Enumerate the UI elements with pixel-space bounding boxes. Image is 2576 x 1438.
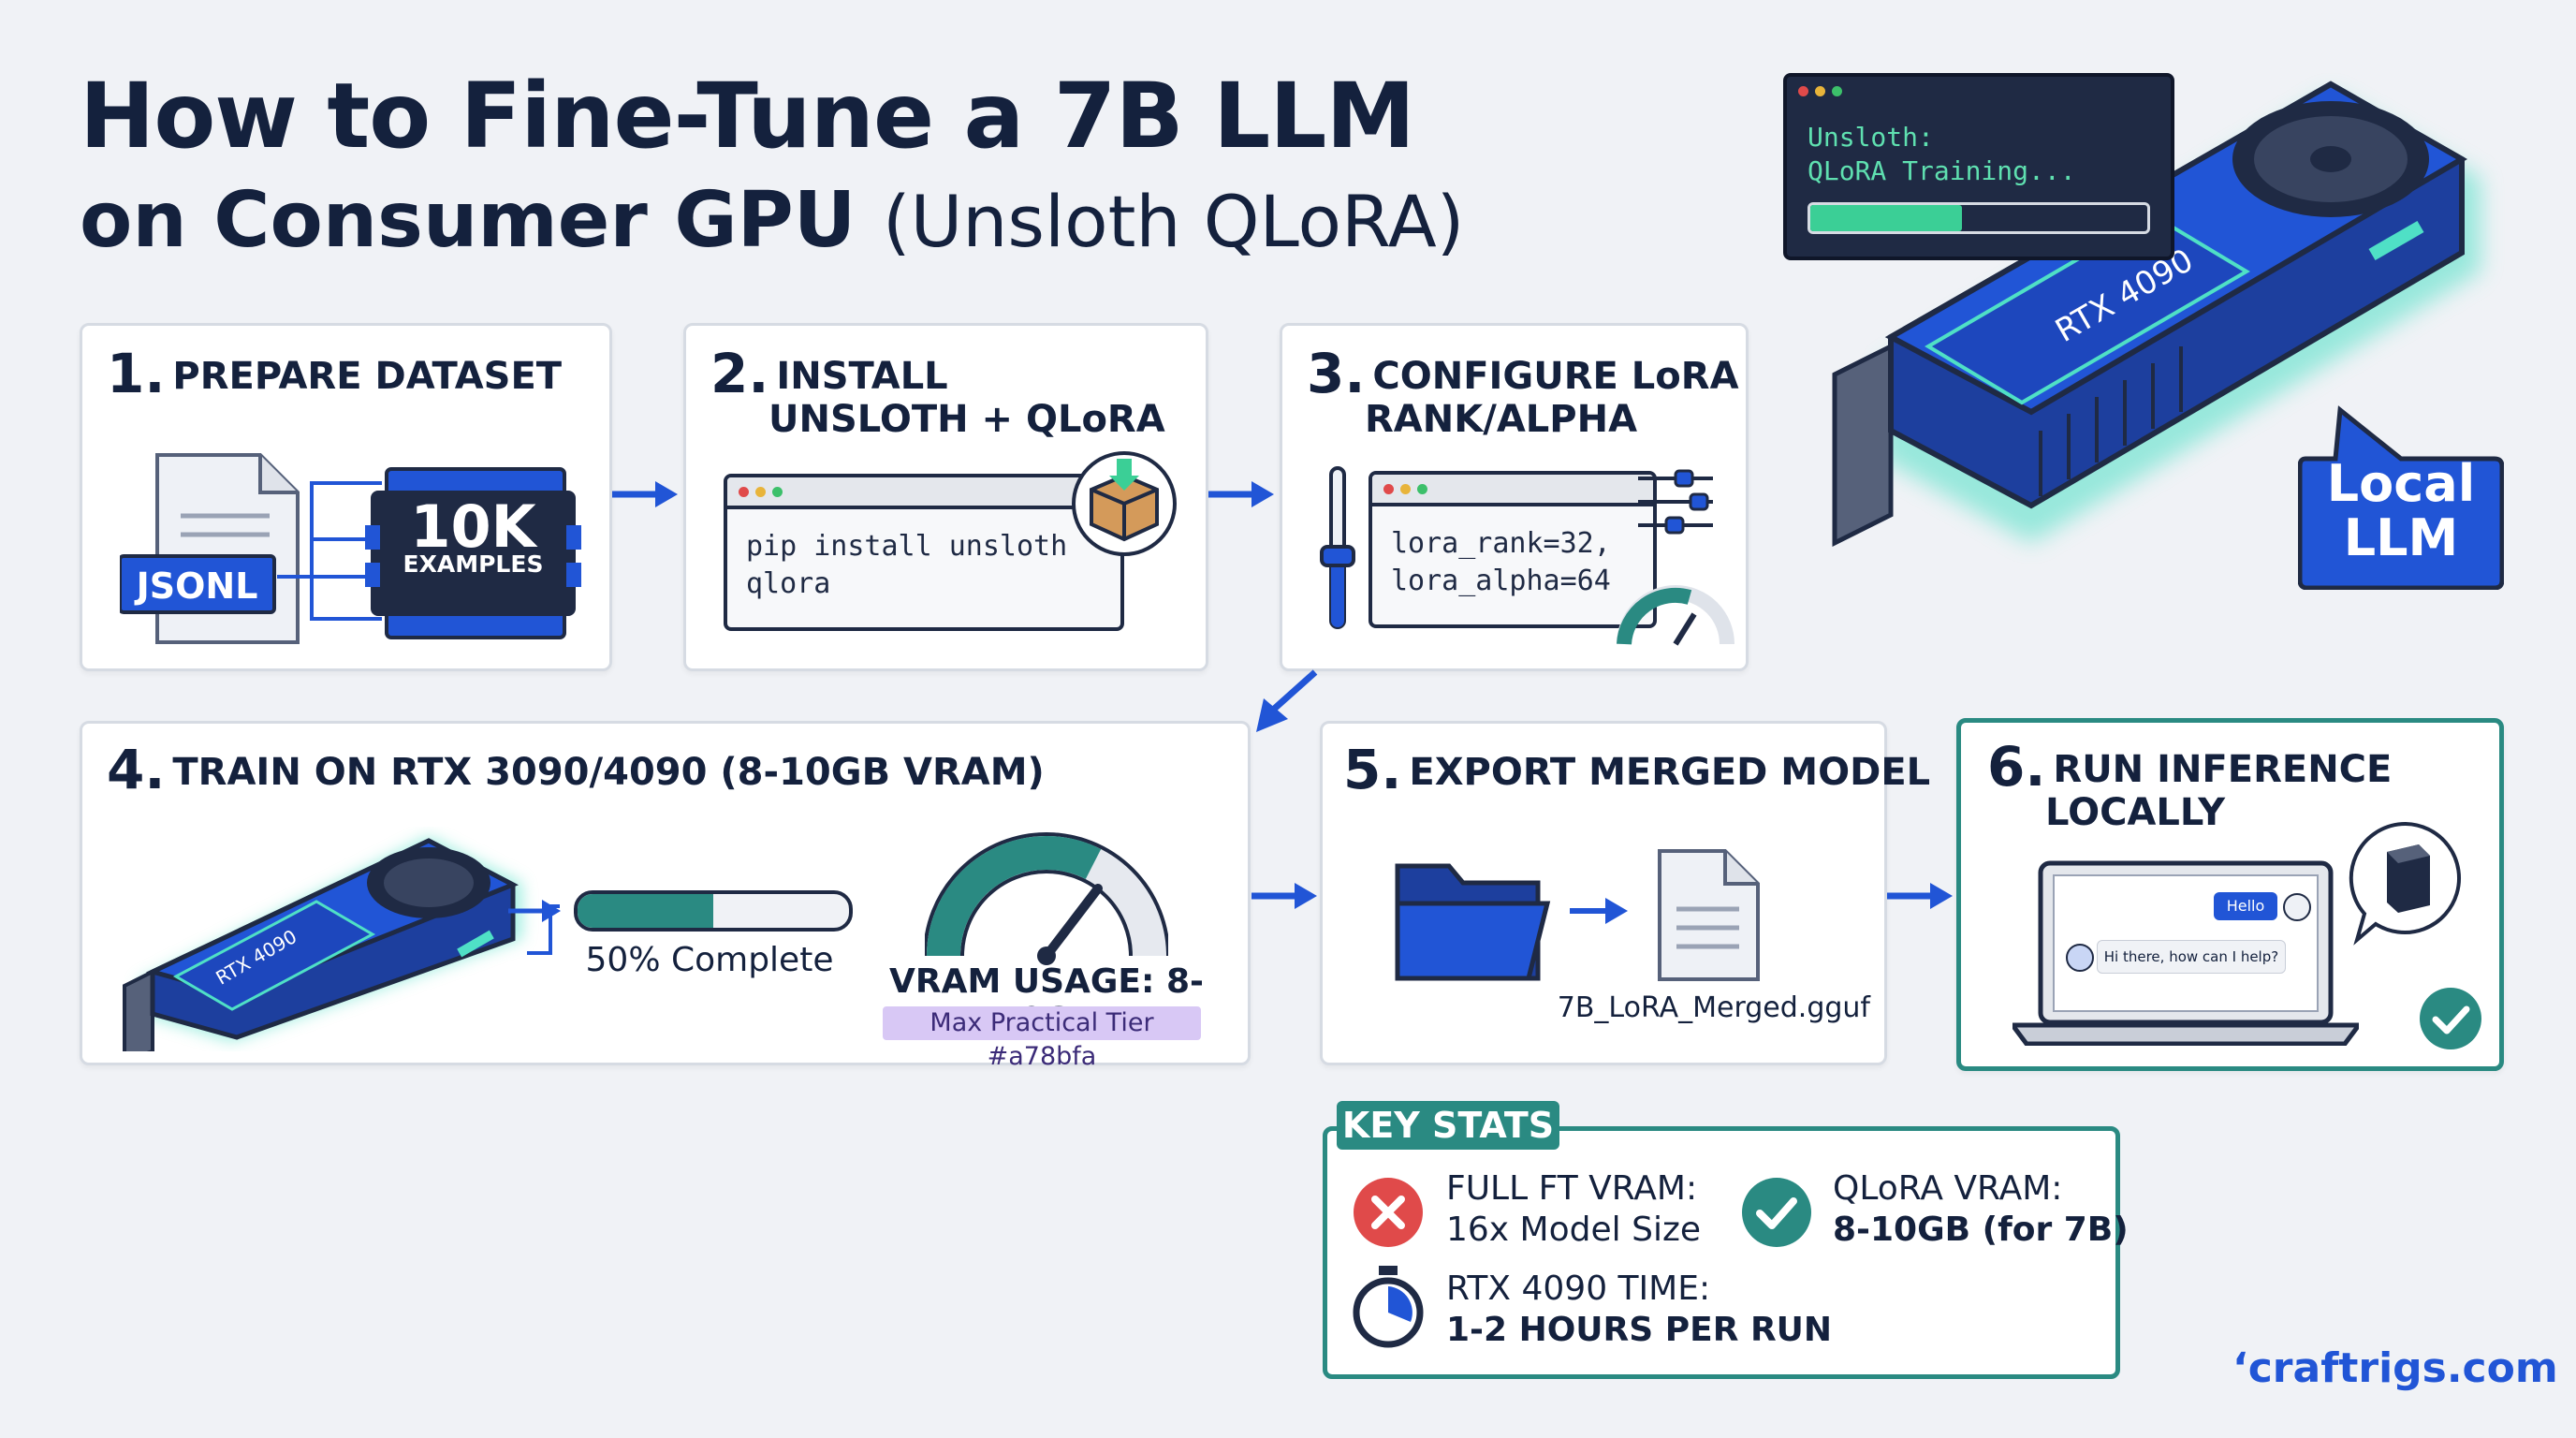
window-dot-yellow	[1400, 484, 1411, 494]
package-box-icon	[1072, 451, 1177, 556]
tuning-sliders-icon	[1638, 469, 1713, 535]
install-terminal: pip install unsloth qlora	[724, 474, 1124, 631]
step-2-card: 2.INSTALL UNSLOTH + QLoRA pip install un…	[683, 323, 1208, 671]
step-1-card: 1.PREPARE DATASET JSONL 10K EXAMPLES	[80, 323, 612, 671]
terminal-progress-bar	[1808, 202, 2150, 234]
full-ft-value: 16x Model Size	[1446, 1211, 1701, 1249]
rank-slider[interactable]	[1320, 464, 1357, 633]
arrow-right-icon	[1887, 883, 1953, 909]
training-progress-fill	[578, 894, 713, 928]
merged-filename: 7B_LoRA_Merged.gguf	[1557, 991, 1870, 1024]
step-2-title: 2.INSTALL UNSLOTH + QLoRA	[710, 342, 1165, 441]
terminal-line-1: Unsloth:	[1808, 122, 1934, 153]
training-progress-text: 50% Complete	[585, 941, 834, 979]
checkmark-icon	[2420, 988, 2481, 1049]
arrow-right-icon	[1570, 898, 1628, 924]
key-stats-label: KEY STATS	[1337, 1101, 1559, 1150]
window-dot-red	[1383, 484, 1394, 494]
terminal-progress-fill	[1810, 205, 1962, 231]
dataset-icon	[120, 453, 581, 644]
bot-avatar	[2066, 944, 2094, 972]
full-ft-label: FULL FT VRAM:	[1446, 1169, 1698, 1208]
arrow-right-icon	[612, 481, 678, 507]
chat-user-bubble: Hello	[2214, 892, 2277, 920]
window-dot-green	[1832, 86, 1842, 96]
step-4-title: 4.TRAIN ON RTX 3090/4090 (8-10GB VRAM)	[107, 738, 1045, 801]
gauge-icon	[1617, 585, 1734, 646]
step-5-card: 5.EXPORT MERGED MODEL 7B_LoRA_Merged.ggu…	[1320, 721, 1930, 1065]
server-bubble-icon	[2349, 821, 2461, 946]
local-llm-label: Local LLM	[2326, 454, 2476, 567]
arrow-right-icon	[1208, 481, 1274, 507]
title-main: on Consumer GPU	[80, 176, 856, 265]
window-dot-yellow	[1815, 86, 1825, 96]
arrow-right-icon	[508, 900, 561, 922]
step-6-title: 6.RUN INFERENCE LOCALLY	[1987, 735, 2393, 834]
page-title: How to Fine-Tune a 7B LLM	[80, 64, 1415, 169]
brand-link[interactable]: ‘craftrigs.com	[2232, 1344, 2558, 1392]
window-dot-red	[739, 487, 749, 497]
arrow-right-icon	[1251, 883, 1317, 909]
tier-tag: Max Practical Tier #a78bfa	[883, 1006, 1201, 1071]
window-dot-red	[1798, 86, 1808, 96]
training-terminal: Unsloth: QLoRA Training...	[1783, 73, 2174, 260]
folder-icon	[1395, 863, 1551, 981]
page-title-line2: on Consumer GPU (Unsloth QLoRA)	[80, 176, 1464, 265]
key-stats-panel	[1323, 1126, 2120, 1379]
qlora-vram-value: 8-10GB (for 7B)	[1833, 1211, 2129, 1249]
rtx-time-label: RTX 4090 TIME:	[1446, 1269, 1711, 1308]
dataset-count: 10K	[410, 492, 536, 561]
dataset-count-label: EXAMPLES	[402, 550, 544, 578]
step-3-card: 3.CONFIGURE LoRA RANK/ALPHA lora_rank=32…	[1280, 323, 1749, 671]
gguf-file-icon	[1658, 849, 1760, 981]
install-command-1: pip install unsloth	[746, 530, 1068, 563]
step-3-title: 3.CONFIGURE LoRA RANK/ALPHA	[1307, 342, 1739, 441]
qlora-vram-label: QLoRA VRAM:	[1833, 1169, 2063, 1208]
window-dot-green	[1417, 484, 1427, 494]
training-progress-bar	[574, 890, 853, 932]
lora-config-terminal: lora_rank=32, lora_alpha=64	[1368, 471, 1657, 628]
vram-gauge-icon	[925, 832, 1168, 965]
jsonl-label: JSONL	[136, 565, 258, 607]
step-5-title: 5.EXPORT MERGED MODEL	[1343, 738, 1931, 801]
step-4-card: 4.TRAIN ON RTX 3090/4090 (8-10GB VRAM) R…	[80, 721, 1251, 1071]
gpu-card-icon: RTX 4090	[123, 836, 560, 1051]
gpu-hero-icon: RTX 4090	[1832, 81, 2481, 548]
stopwatch-icon	[1353, 1266, 1424, 1348]
step-6-card: 6.RUN INFERENCE LOCALLY Hello Hi there, …	[1956, 718, 2504, 1071]
window-dot-yellow	[755, 487, 766, 497]
chat-bot-bubble: Hi there, how can I help?	[2097, 940, 2286, 974]
title-subtitle: (Unsloth QLoRA)	[882, 180, 1465, 263]
window-dot-green	[772, 487, 783, 497]
lora-rank-value: lora_rank=32,	[1391, 527, 1611, 560]
install-command-2: qlora	[746, 567, 831, 600]
rtx-time-value: 1-2 HOURS PER RUN	[1446, 1311, 1833, 1349]
lora-alpha-value: lora_alpha=64	[1391, 565, 1611, 597]
step-1-title: 1.PREPARE DATASET	[107, 342, 563, 405]
local-llm-bubble-icon	[2298, 405, 2504, 590]
user-avatar	[2283, 893, 2311, 921]
terminal-line-2: QLoRA Training...	[1808, 155, 2076, 186]
check-circle-icon	[1742, 1178, 1811, 1247]
arrow-down-left-icon	[1256, 669, 1318, 732]
x-circle-icon	[1354, 1178, 1423, 1247]
